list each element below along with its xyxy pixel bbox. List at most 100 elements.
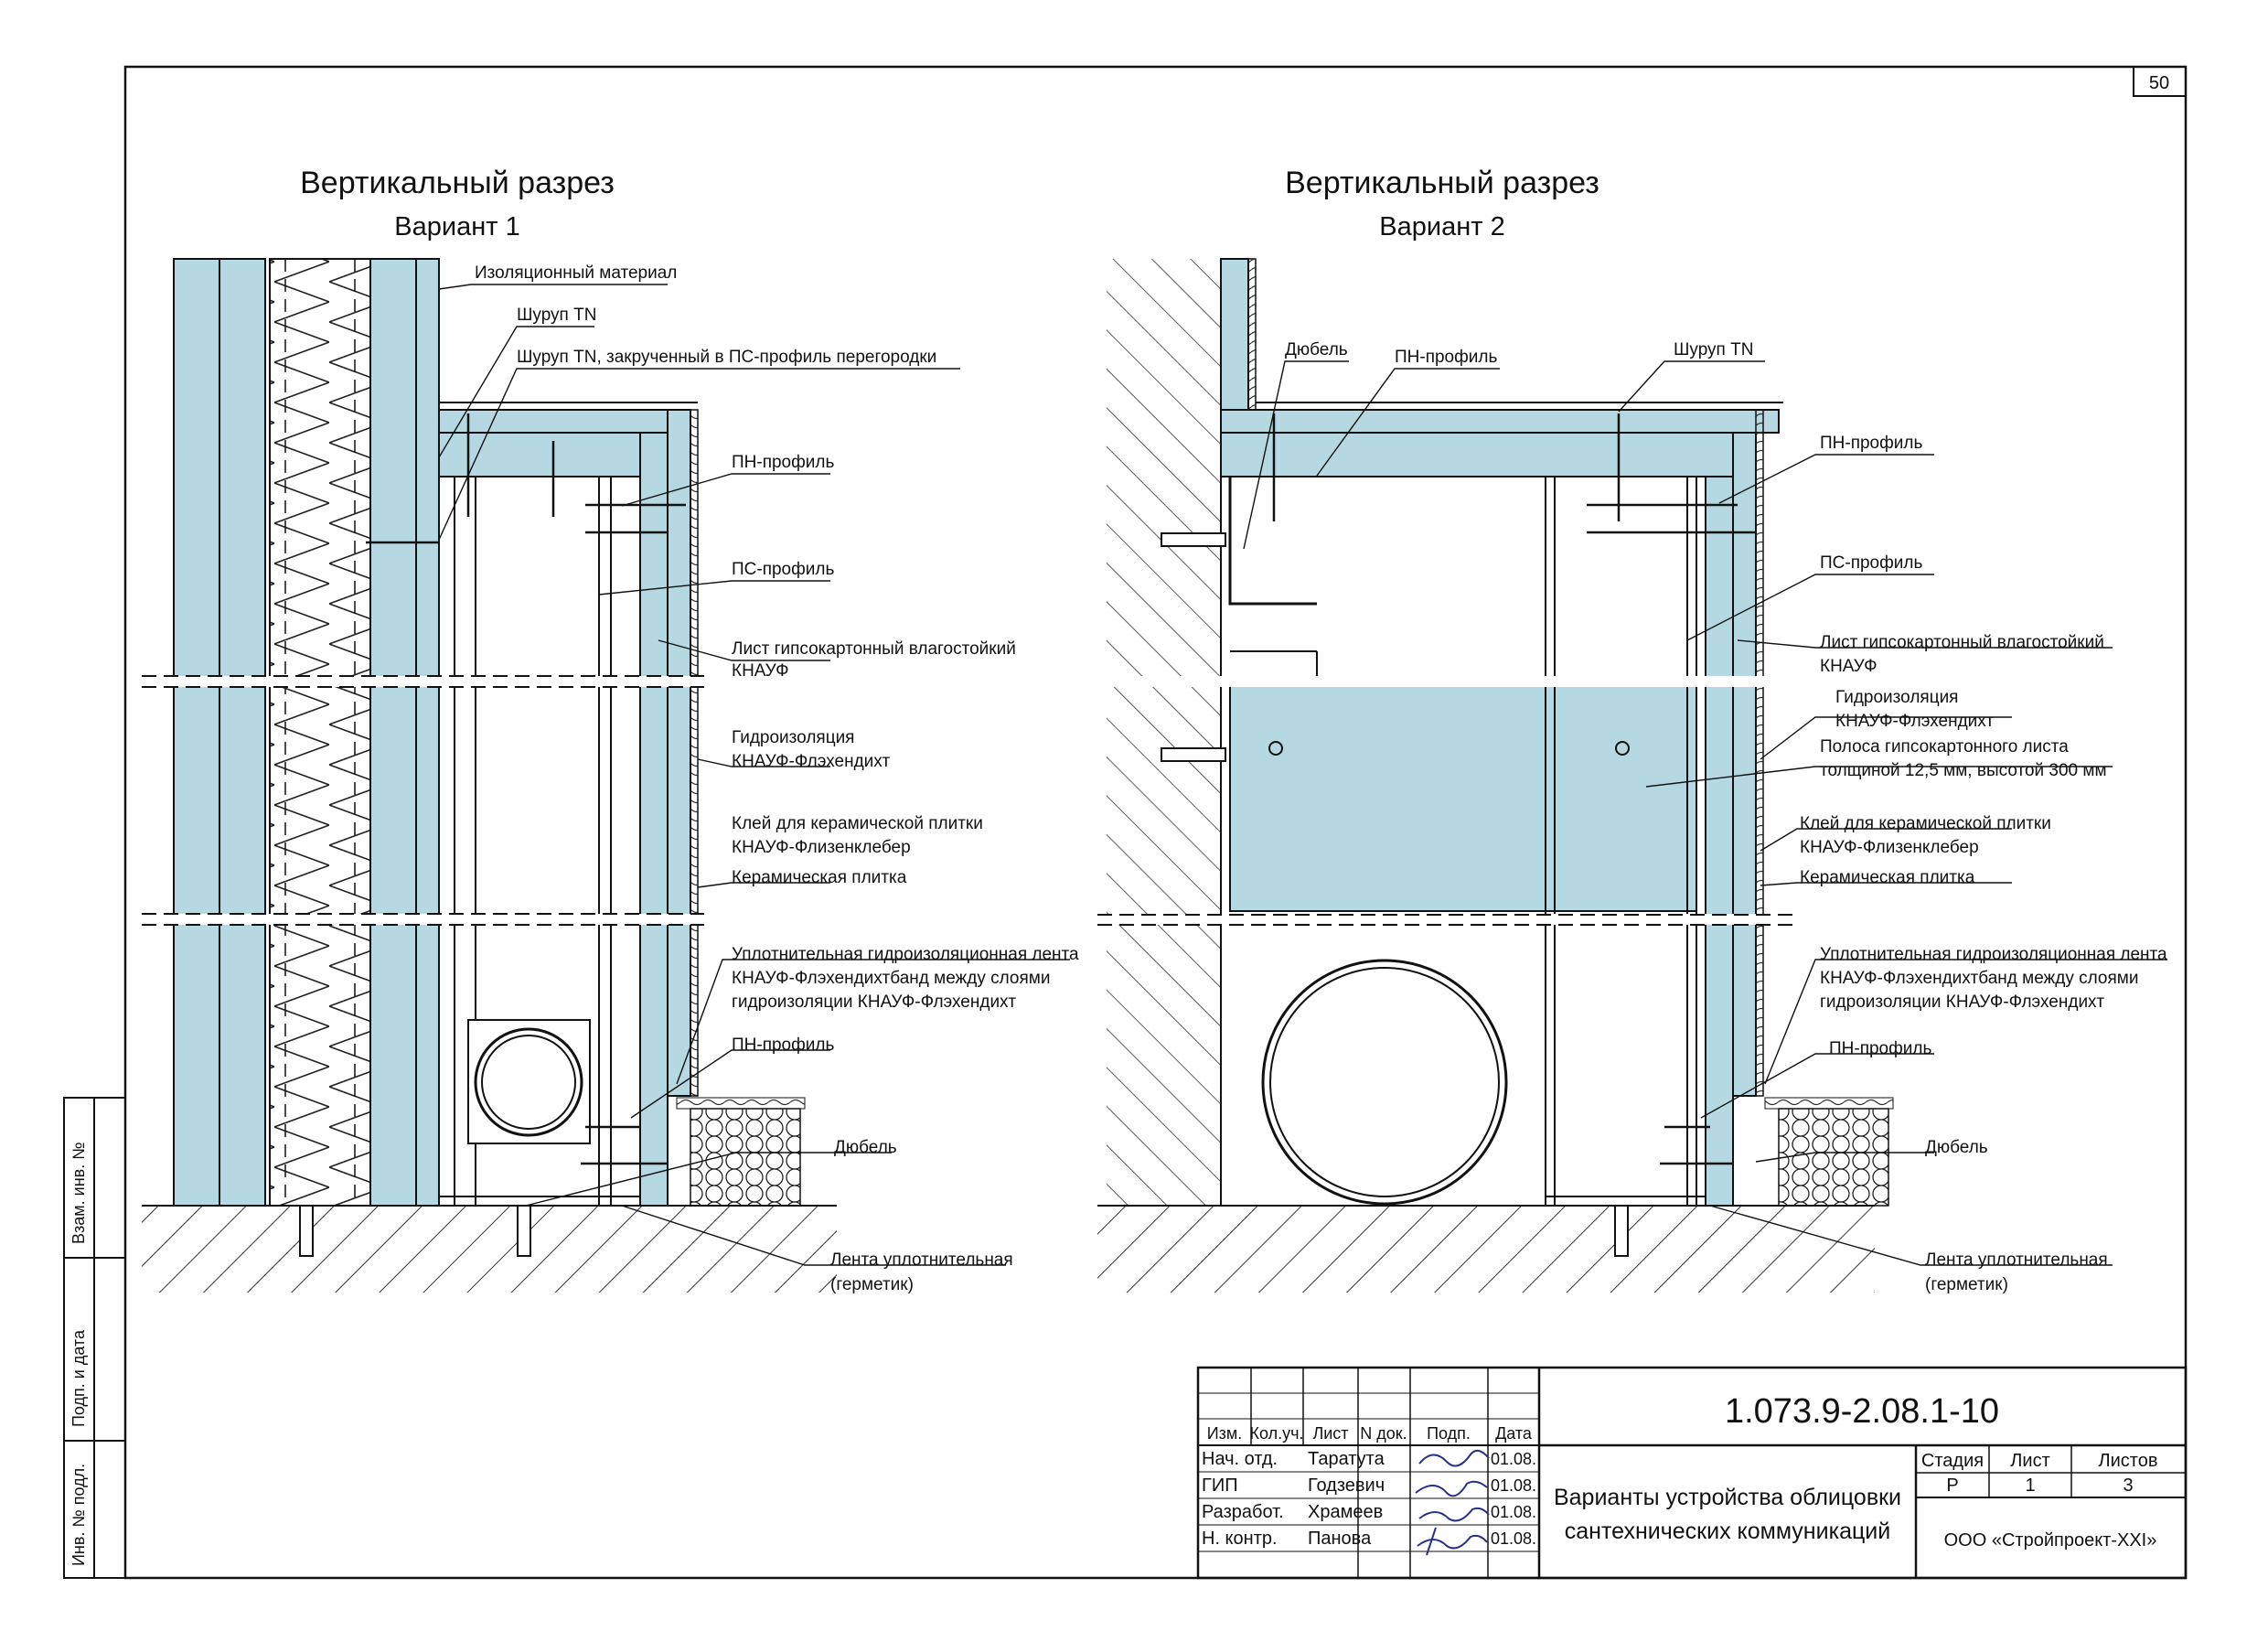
hdr-kol: Кол.уч. <box>1250 1424 1304 1443</box>
v2-label-gkl-1: Лист гипсокартонный влагостойкий <box>1820 633 2104 652</box>
v2-label-seal-1: Лента уплотнительная <box>1925 1250 2108 1270</box>
variant1-subtitle: Вариант 1 <box>394 212 519 241</box>
v1-tile <box>690 409 699 1097</box>
vzam-label: Взам. инв. № <box>70 1142 88 1244</box>
v1-floor-dowels <box>299 1205 531 1257</box>
role-0: Нач. отд. <box>1202 1449 1278 1469</box>
variant2-title: Вертикальный разрез <box>1285 166 1599 200</box>
role-3: Н. контр. <box>1202 1529 1278 1549</box>
description-line-2: сантехнических коммуникаций <box>1565 1518 1890 1544</box>
v1-label-tape-2: КНАУФ-Флэхендихтбанд между слоями <box>732 969 1050 988</box>
side-stamp: Взам. инв. № Подп. и дата Инв. № подл. <box>63 1097 126 1579</box>
v1-label-glue-2: КНАУФ-Флизенклебер <box>732 838 911 857</box>
sheet-value: 1 <box>2025 1475 2035 1496</box>
stage-value: Р <box>1946 1475 1958 1496</box>
v2-screed <box>1778 1108 1889 1207</box>
v1-box-side-board-2 <box>667 409 691 1097</box>
v1-label-gkl-2: КНАУФ <box>732 661 789 681</box>
v1-label-hydro-1: Гидроизоляция <box>732 728 854 747</box>
v2-label-tape-3: гидроизоляции КНАУФ-Флэхендихт <box>1820 993 2104 1012</box>
sheet-number-box <box>2133 66 2187 97</box>
v1-label-insulation: Изоляционный материал <box>475 263 677 283</box>
v2-wall-dowels <box>1161 532 1629 1257</box>
podp-label: Подп. и дата <box>70 1329 88 1427</box>
signatures <box>1415 1449 1490 1556</box>
v1-label-tile: Керамическая плитка <box>732 868 907 887</box>
v1-label-tape-1: Уплотнительная гидроизоляционная лента <box>732 945 1079 964</box>
v1-label-seal-2: (герметик) <box>830 1275 914 1294</box>
v2-label-strip-2: толщиной 12,5 мм, высотой 300 мм <box>1820 761 2107 780</box>
name-1: Годзевич <box>1308 1475 1385 1496</box>
v2-wall <box>1107 259 1221 1206</box>
date-1: 01.08. <box>1491 1476 1536 1495</box>
v1-label-screw-ps: Шуруп TN, закрученный в ПС-профиль перег… <box>517 348 936 367</box>
v1-box-side-board-1 <box>639 432 669 1207</box>
stage-header: Стадия <box>1921 1451 1984 1471</box>
v2-box-side-board-1 <box>1705 476 1734 1207</box>
v2-label-pn-top: ПН-профиль <box>1820 434 1922 453</box>
inv-label: Инв. № подл. <box>70 1464 88 1566</box>
v1-floor-slab <box>142 1206 837 1293</box>
v2-label-glue-1: Клей для керамической плитки <box>1800 814 2051 833</box>
name-3: Панова <box>1308 1529 1372 1549</box>
v2-label-tape-2: КНАУФ-Флэхендихтбанд между слоями <box>1820 969 2138 988</box>
v1-label-pn-bottom: ПН-профиль <box>732 1035 834 1055</box>
date-3: 01.08. <box>1491 1529 1536 1548</box>
v2-label-strip-1: Полоса гипсокартонного листа <box>1820 737 2069 756</box>
hdr-ndok: N док. <box>1360 1424 1407 1443</box>
v1-label-pn-top: ПН-профиль <box>732 453 834 472</box>
sheet-header: Лист <box>2010 1451 2049 1471</box>
v2-wall-board-1 <box>1220 258 1249 411</box>
sheets-header: Листов <box>2099 1451 2158 1471</box>
v2-label-dowel: Дюбель <box>1925 1138 1988 1157</box>
role-1: ГИП <box>1202 1475 1238 1496</box>
hdr-izm: Изм. <box>1207 1424 1243 1443</box>
v1-label-screw: Шуруп TN <box>517 306 596 325</box>
sheets-value: 3 <box>2123 1475 2133 1496</box>
v2-tile <box>1755 409 1764 1097</box>
variant2-subtitle: Вариант 2 <box>1379 212 1504 241</box>
v2-label-glue-2: КНАУФ-Флизенклебер <box>1800 838 1979 857</box>
name-2: Храмеев <box>1308 1502 1383 1522</box>
v1-label-gkl-1: Лист гипсокартонный влагостойкий <box>732 639 1016 659</box>
v2-label-pn-top-left: ПН-профиль <box>1395 348 1497 367</box>
v1-label-ps: ПС-профиль <box>732 560 834 579</box>
hdr-podp: Подп. <box>1427 1424 1471 1443</box>
description-line-1: Варианты устройства облицовки <box>1554 1485 1901 1510</box>
v1-board-left-2 <box>219 258 266 1207</box>
v1-label-tape-3: гидроизоляции КНАУФ-Флэхендихт <box>732 993 1016 1012</box>
v2-label-hydro-1: Гидроизоляция <box>1835 688 1958 707</box>
v1-insulation <box>269 258 371 1207</box>
v1-label-dowel: Дюбель <box>834 1138 897 1157</box>
variant1-title: Вертикальный разрез <box>300 166 615 200</box>
v2-label-seal-2: (герметик) <box>1925 1275 2008 1294</box>
v1-board-right-2 <box>415 258 440 1207</box>
hdr-data: Дата <box>1495 1424 1533 1443</box>
v1-label-seal-1: Лента уплотнительная <box>830 1250 1013 1270</box>
v2-gkl-strip <box>1229 676 1697 912</box>
v2-label-dowel-top: Дюбель <box>1285 340 1348 359</box>
v2-pipe <box>1261 959 1508 1206</box>
v2-label-tile: Керамическая плитка <box>1800 868 1975 887</box>
v2-box-top-board-2 <box>1220 432 1757 477</box>
v1-pipe <box>474 1027 583 1137</box>
date-0: 01.08. <box>1491 1450 1536 1468</box>
v2-label-tape-1: Уплотнительная гидроизоляционная лента <box>1820 945 2167 964</box>
v1-board-left-1 <box>173 258 220 1207</box>
document-code: 1.073.9-2.08.1-10 <box>1725 1392 1999 1431</box>
v1-label-glue-1: Клей для керамической плитки <box>732 814 983 833</box>
role-2: Разработ. <box>1202 1502 1284 1522</box>
hdr-list: Лист <box>1312 1424 1348 1443</box>
v2-label-hydro-2: КНАУФ-Флэхендихт <box>1835 712 1995 731</box>
sheet-number: 50 <box>2149 73 2169 93</box>
v1-screed <box>690 1108 801 1207</box>
variant2-section: Вертикальный разрез Вариант 2 <box>1097 166 2167 1294</box>
v2-floor-slab <box>1097 1206 1875 1293</box>
v2-box-side-board-2 <box>1732 432 1757 1097</box>
v1-label-hydro-2: КНАУФ-Флэхендихт <box>732 752 891 771</box>
title-block <box>1196 1366 2188 1580</box>
organization: ООО «Стройпроект-XXI» <box>1944 1530 2157 1551</box>
v1-board-right-1 <box>369 258 417 1207</box>
v2-label-ps: ПС-профиль <box>1820 553 1922 573</box>
